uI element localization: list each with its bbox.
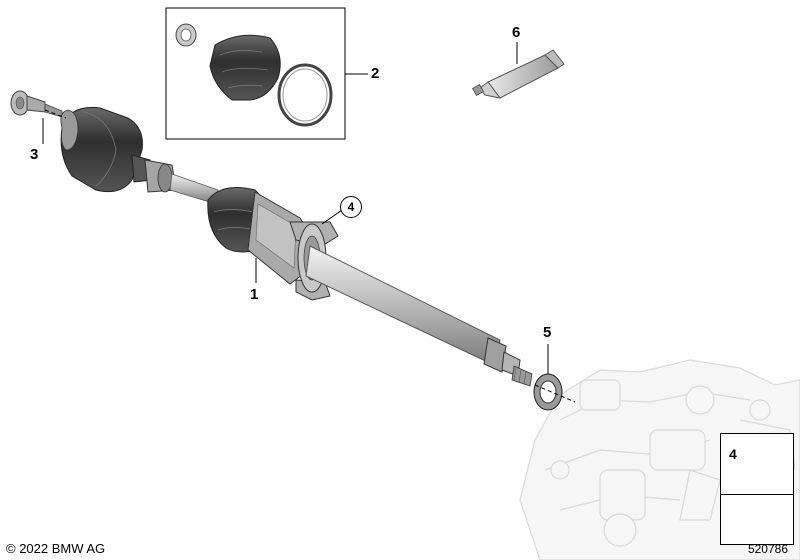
callout-part-5: 5: [543, 324, 552, 341]
copyright-text: © 2022 BMW AG: [6, 541, 106, 556]
sealing-ring-part: [533, 373, 563, 411]
legend-divider: [721, 494, 793, 495]
collar-bolt-part: [10, 90, 63, 118]
small-ring-part: [175, 23, 197, 47]
callout-part-3: 3: [30, 146, 39, 163]
drive-shaft-assembly: [60, 106, 533, 387]
leader-line-4: [321, 209, 343, 225]
grease-tube-part: [471, 49, 565, 99]
assembly-axis-line-bolt: [44, 109, 67, 119]
assembly-axis-line: [534, 384, 576, 403]
callout-part-1: 1: [250, 286, 259, 303]
clamp-ring-part: [277, 63, 333, 127]
callout-part-2: 2: [371, 65, 380, 82]
callout-part-6: 6: [512, 24, 521, 41]
diagram-id: 520786: [747, 542, 788, 556]
callout-part-4: 4: [340, 196, 362, 218]
boot-part: [209, 34, 281, 101]
legend-box: 4: [720, 433, 794, 545]
legend-label: 4: [729, 446, 737, 462]
